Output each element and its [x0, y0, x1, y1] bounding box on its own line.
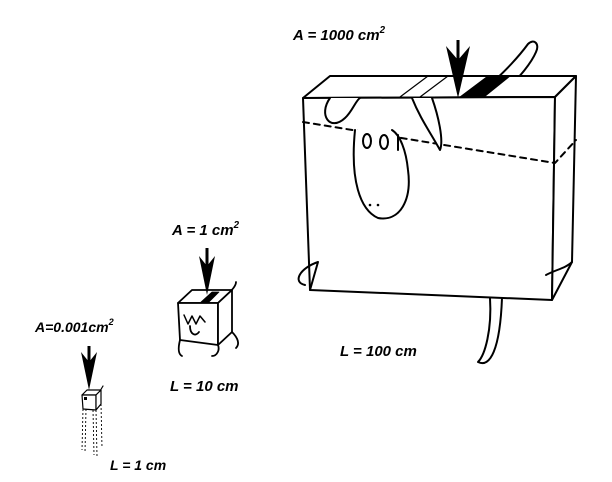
medium-arrow	[199, 248, 215, 295]
large-length-label: L = 100 cm	[340, 343, 417, 360]
small-length-label: L = 1 cm	[110, 457, 166, 473]
large-dog-tail	[487, 40, 539, 93]
large-dog-right-ear	[411, 97, 443, 151]
large-dog-leg-back-right	[545, 261, 573, 276]
large-dog-snout	[352, 129, 410, 220]
large-dog-leg-front-left	[297, 261, 319, 291]
large-dog-collar	[302, 121, 577, 164]
large-dog-eye-right	[379, 134, 389, 150]
large-dog-top	[302, 75, 577, 99]
medium-area-label: A = 1 cm2	[171, 220, 240, 239]
large-dog-eye-left	[362, 133, 372, 149]
small-area-label: A=0.001cm2	[34, 317, 114, 335]
medium-length-label: L = 10 cm	[170, 378, 239, 395]
medium-dog-front	[177, 302, 219, 346]
small-dog-legs	[81, 403, 103, 457]
medium-dog	[177, 281, 239, 357]
small-arrow	[81, 346, 97, 390]
medium-dog-face	[183, 314, 206, 325]
large-dog-left-ear	[324, 97, 361, 125]
large-arrow	[446, 40, 470, 98]
large-dog-leg-front-right	[477, 297, 503, 365]
large-dog-stripe	[399, 75, 449, 98]
large-area-label: A = 1000 cm2	[292, 25, 386, 44]
small-dog	[81, 385, 104, 411]
large-dog	[297, 40, 577, 365]
